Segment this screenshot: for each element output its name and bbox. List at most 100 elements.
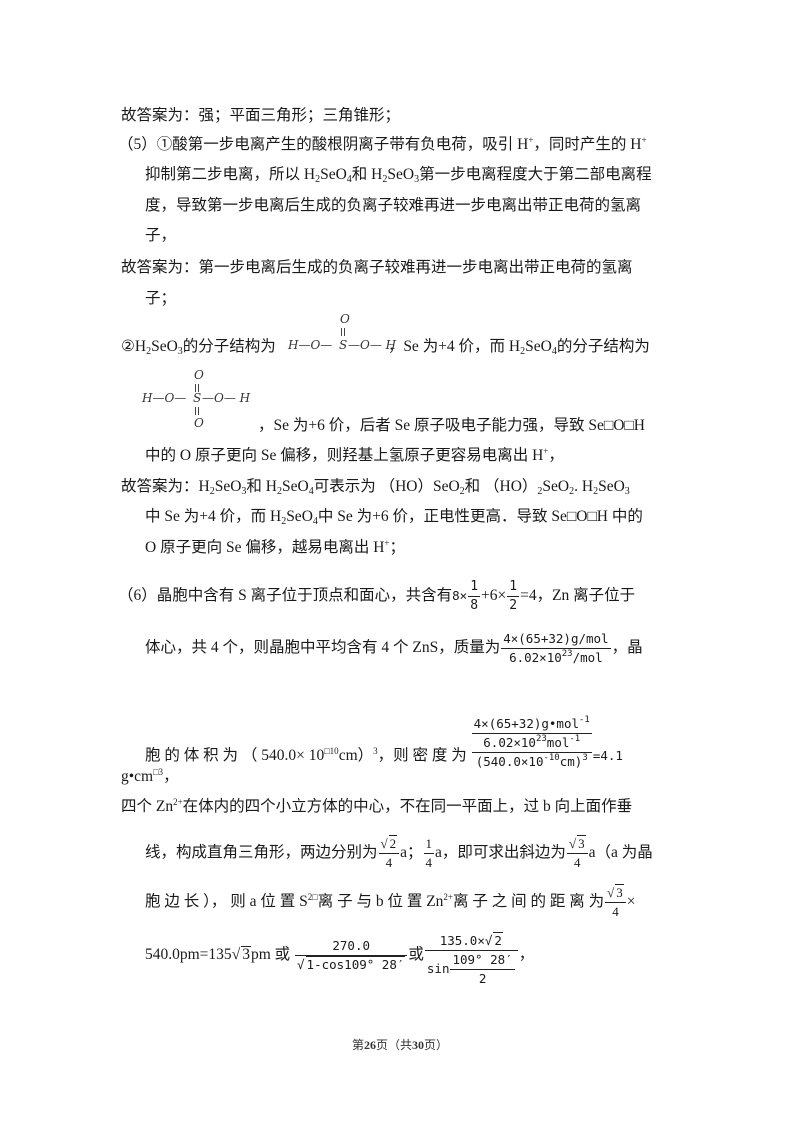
text: SeO xyxy=(151,338,178,355)
text: 胞 边 长 ）， 则 a 位 置 S xyxy=(145,893,308,911)
sub: 2 xyxy=(593,486,599,497)
atom-group-right: —O— H xyxy=(202,391,251,405)
part6-line4: g•cm□3， xyxy=(121,767,179,787)
sub: 2 xyxy=(209,486,215,497)
atom-o-bottom: O xyxy=(194,416,204,430)
part5-line4: 子， xyxy=(145,226,176,246)
sup: + xyxy=(528,135,534,145)
sub: 2 xyxy=(537,486,543,497)
numerator: 4×(65+32)g/mol xyxy=(501,630,611,649)
sub: 2 xyxy=(459,486,465,497)
text: ， xyxy=(518,946,535,963)
text: 子， xyxy=(145,227,177,244)
sub: 3 xyxy=(177,346,183,357)
text: . H xyxy=(574,478,594,495)
text: 抑制第二步电离，所以 H xyxy=(145,166,316,183)
double-bond xyxy=(341,328,345,336)
text: SeO xyxy=(542,478,570,495)
text: 离 子 与 b 位 置 Zn xyxy=(317,893,444,911)
text: ； xyxy=(389,539,405,556)
text: sin xyxy=(426,961,450,976)
text: ， xyxy=(163,768,179,785)
text: 6.02×10 xyxy=(483,735,536,750)
fraction-half-angle: 109° 28′2 xyxy=(450,951,515,988)
part5-2-line2: ，Se 为+6 价，后者 Se 原子吸电子能力强，导致 Se□O□H xyxy=(258,416,645,436)
denominator: 2 xyxy=(509,598,518,613)
text: ，Se 为+4 价，而 H xyxy=(387,338,521,355)
part6-line7: 胞 边 长 ）， 则 a 位 置 S2□离 子 与 b 位 置 Zn2+离 子 … xyxy=(145,884,636,921)
atom-o-top: O xyxy=(340,312,350,326)
text: 第一步电离程度大于第二部电离程 xyxy=(419,166,652,183)
text: a（a 为晶 xyxy=(588,844,653,862)
text: g•cm xyxy=(121,768,154,785)
double-bond-top xyxy=(195,384,199,392)
numerator: 1 xyxy=(507,578,520,597)
sub: 4 xyxy=(551,346,557,357)
fraction-inner: 4×(65+32)g•mol-1 6.02×1023mol-1 xyxy=(471,715,592,752)
numerator: 270.0 xyxy=(295,937,408,956)
answer-line-5b-cont1: 中 Se 为+4 价，而 H2SeO4中 Se 为+6 价，正电性更高．导致 S… xyxy=(145,507,643,527)
text: ，晶 xyxy=(611,639,643,657)
text: SeO xyxy=(320,166,347,183)
atom-group-left: H—O— xyxy=(288,338,333,352)
numerator: 135.0×√2 xyxy=(424,932,518,951)
text: 中 Se 为+6 价，正电性更高．导致 Se□O□H 中的 xyxy=(317,508,643,525)
sup: □3 xyxy=(153,767,164,777)
sub: 2 xyxy=(520,346,526,357)
sub: 2 xyxy=(276,486,282,497)
sub: 4 xyxy=(312,516,318,527)
total-pages: 30 xyxy=(412,1038,424,1052)
part6-line3: 胞 的 体 积 为 （ 540.0× 10□10cm）3，则 密 度 为 4×(… xyxy=(145,715,623,771)
text: ②H xyxy=(121,338,147,355)
denominator: 4 xyxy=(425,855,433,870)
numerator: 4×(65+32)g•mol-1 6.02×1023mol-1 xyxy=(471,715,592,753)
answer-line-5b: 故答案为：H2SeO3和 H2SeO4可表示为 （HO）SeO2和 （HO）2S… xyxy=(121,477,630,497)
sub: 3 xyxy=(414,174,420,185)
numerator: 1 xyxy=(468,578,481,597)
part5-line1: （5）①酸第一步电离产生的酸根阴离子带有负电荷，吸引 H+，同时产生的 H+ xyxy=(118,135,647,155)
sub: 2 xyxy=(569,486,575,497)
double-bond-bottom xyxy=(195,407,199,415)
radicand: 3 xyxy=(577,835,586,851)
text: × xyxy=(626,893,636,911)
denominator: 4 xyxy=(385,855,393,870)
text: 页） xyxy=(424,1038,449,1052)
atom-s: S xyxy=(339,338,348,352)
text: ， xyxy=(548,447,564,464)
text: SeO xyxy=(387,166,415,183)
sub: 2 xyxy=(315,174,321,185)
atom-s: S xyxy=(193,391,202,405)
text: 或 xyxy=(408,946,424,963)
text: 可表示为 （HO）SeO xyxy=(313,478,460,495)
text: 6.02×10 xyxy=(509,650,562,665)
denominator: √1-cos109° 28′ xyxy=(297,955,406,972)
atom-group-right: —O— H xyxy=(348,338,397,352)
text: 中 Se 为+4 价，而 H xyxy=(145,508,282,525)
text: 页（共 xyxy=(375,1038,412,1052)
sup: 3 xyxy=(373,746,378,756)
text: SeO xyxy=(598,478,625,495)
text: 135.0× xyxy=(439,933,485,948)
sub: 2 xyxy=(281,516,287,527)
text: 故答案为：强；平面三角形；三角锥形； xyxy=(121,107,401,124)
text: （6）晶胞中含有 S 离子位于顶点和面心，共含有 xyxy=(118,587,453,605)
atom-group-left: H—O— xyxy=(142,391,187,405)
text: ，同时产生的 H xyxy=(533,136,642,153)
part5-line2: 抑制第二步电离，所以 H2SeO4和 H2SeO3第一步电离程度大于第二部电离程 xyxy=(145,165,652,185)
text: 的分子结构为 xyxy=(556,338,650,355)
sup: 2+ xyxy=(173,797,183,807)
sup: 23 xyxy=(535,734,547,744)
denominator: 4 xyxy=(612,904,619,919)
part5-2-line3: 中的 O 原子更向 Se 偏移，则羟基上氢原子更容易电离出 H+， xyxy=(145,446,564,466)
inner-numerator: 4×(65+32)g•mol-1 xyxy=(471,715,592,734)
text: 故答案为：第一步电离后生成的负离子较难再进一步电离出带正电荷的氢离 xyxy=(121,259,633,276)
radicand: 3 xyxy=(615,884,624,900)
text: 和 H xyxy=(246,478,277,495)
